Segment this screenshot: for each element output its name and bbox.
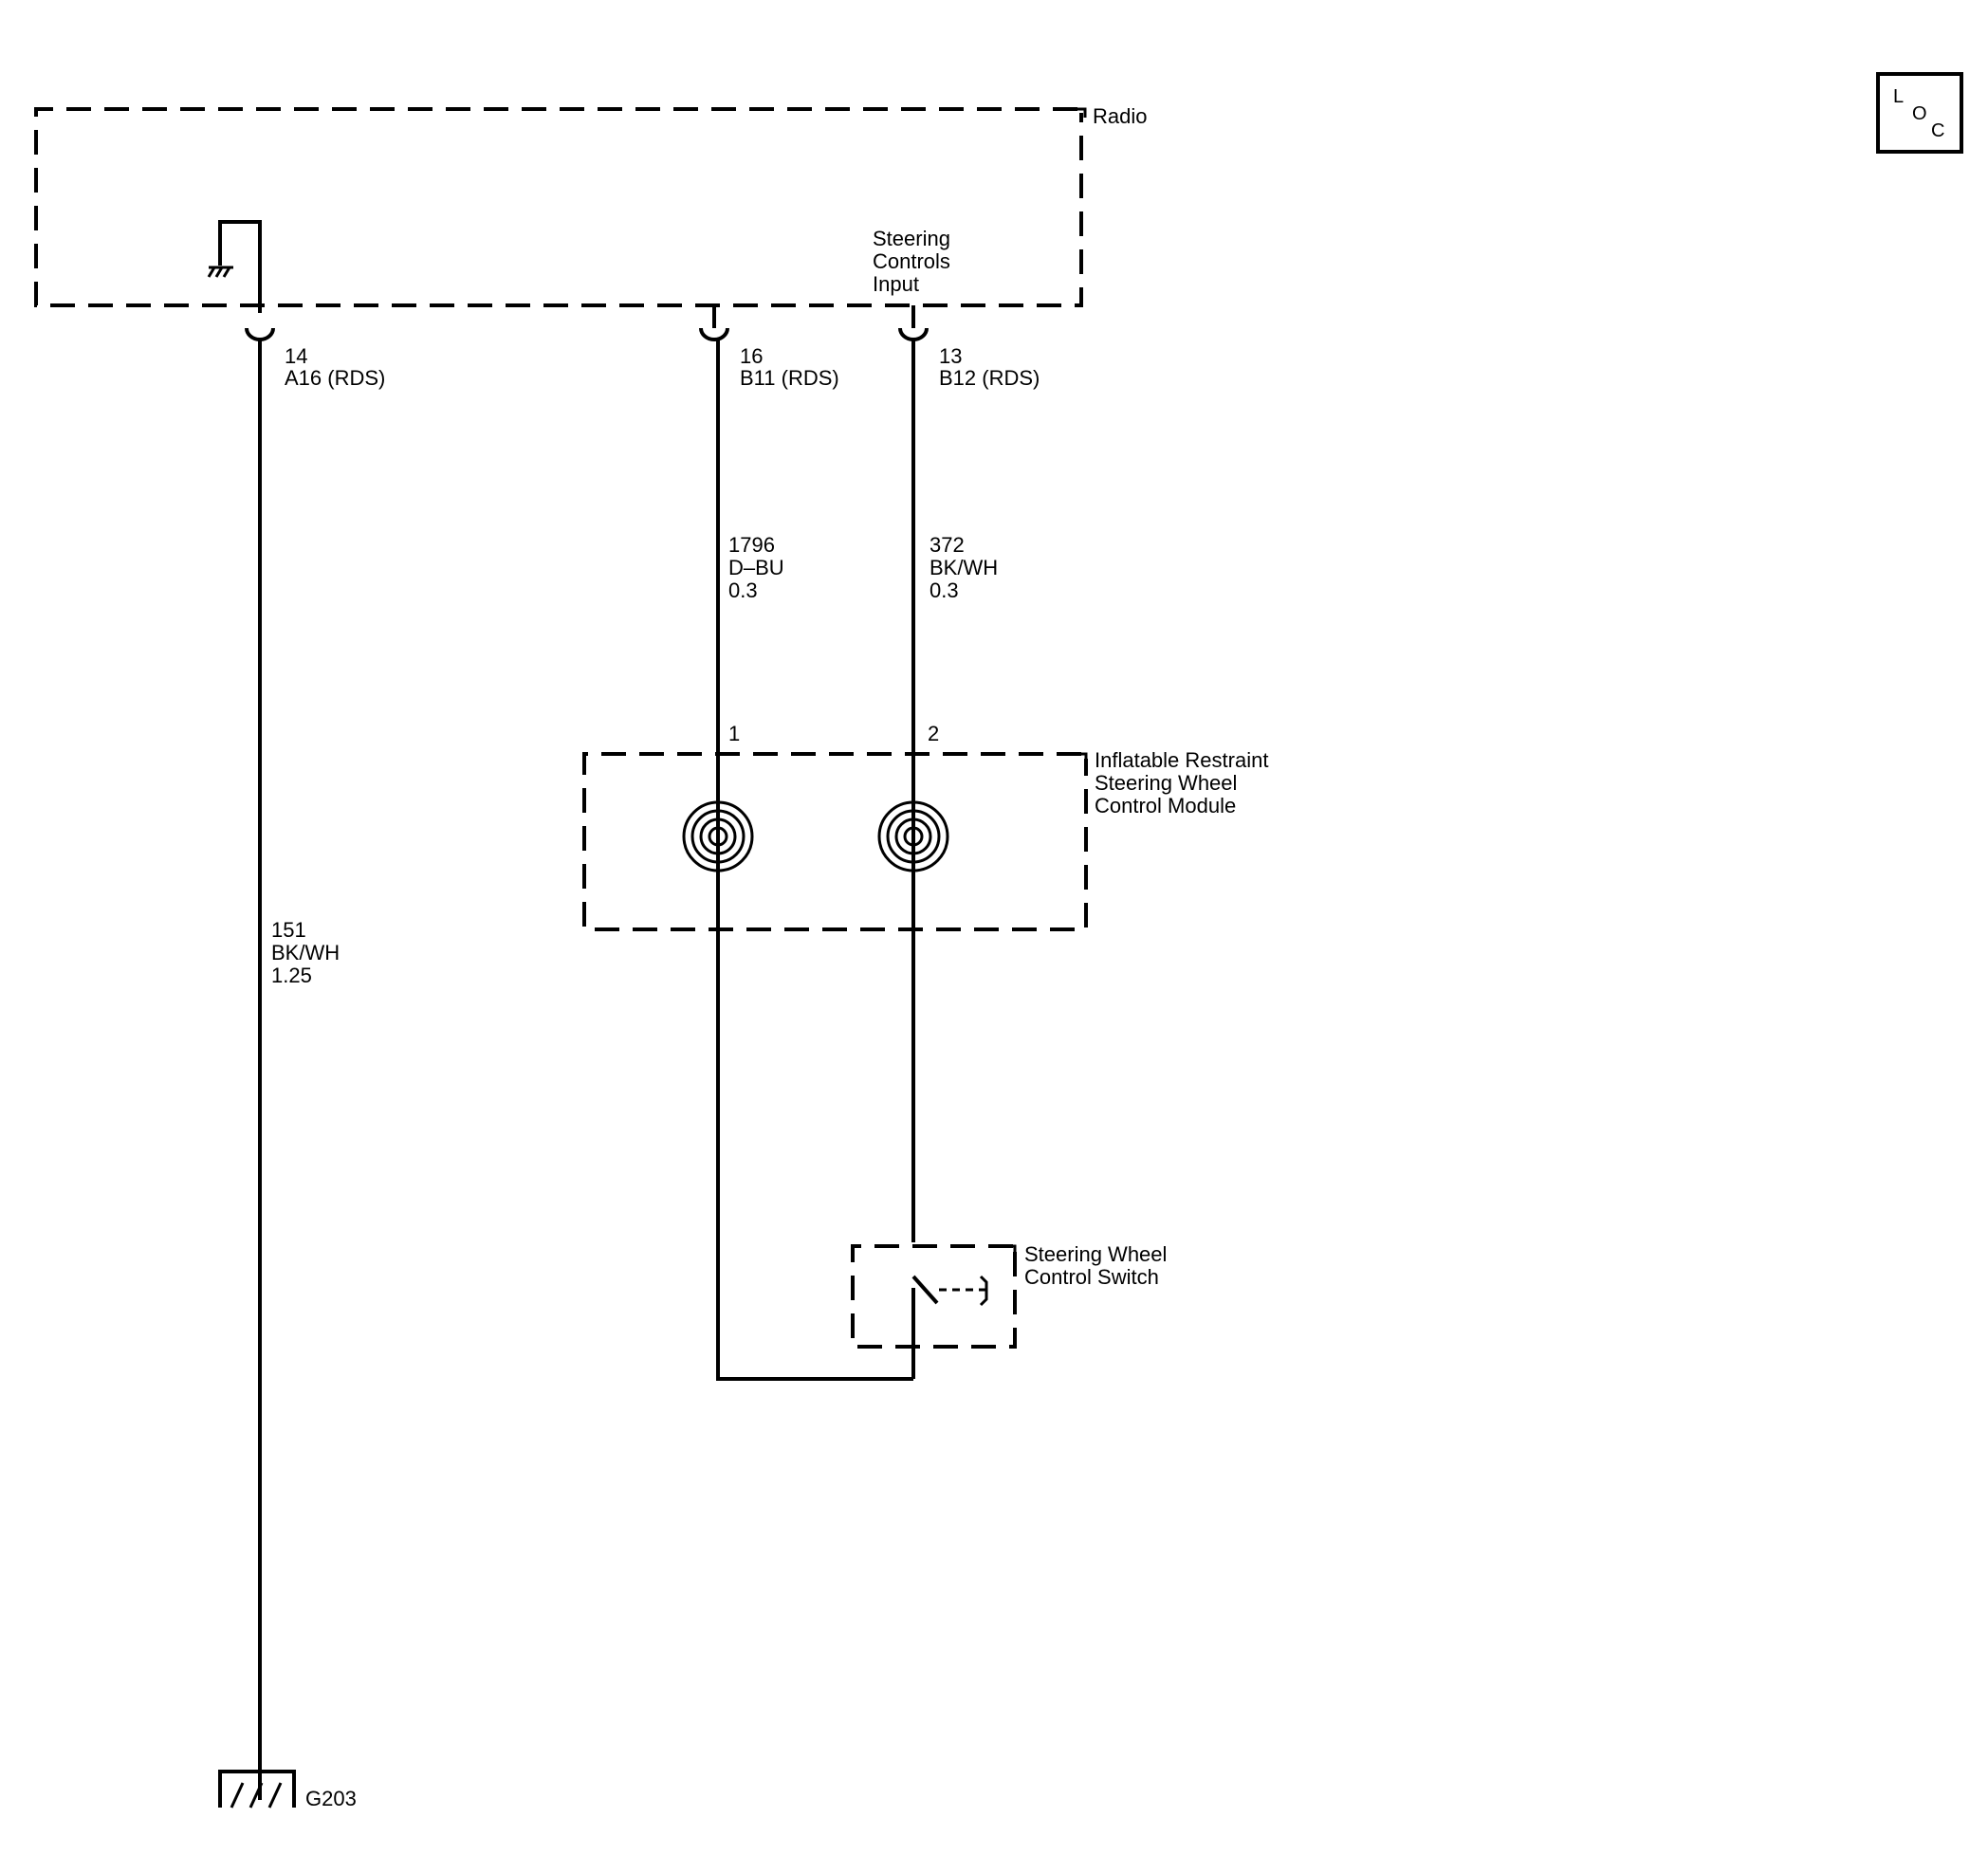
- svg-text:151: 151: [271, 918, 306, 942]
- loc-symbol: L O C: [1876, 72, 1963, 154]
- svg-text:13: 13: [939, 344, 962, 368]
- radio-input-label: Steering Controls Input: [873, 227, 950, 296]
- svg-text:B12 (RDS): B12 (RDS): [939, 366, 1040, 390]
- svg-text:Steering: Steering: [873, 227, 950, 250]
- pin-label-16: 16 B11 (RDS): [740, 344, 839, 390]
- svg-text:O: O: [1912, 103, 1927, 124]
- connector-icon-16: [699, 305, 729, 341]
- pin-label-13: 13 B12 (RDS): [939, 344, 1040, 390]
- svg-text:1796: 1796: [728, 533, 775, 557]
- control-switch-label: Steering Wheel Control Switch: [1024, 1242, 1167, 1289]
- svg-text:A16 (RDS): A16 (RDS): [285, 366, 385, 390]
- svg-text:Control Module: Control Module: [1095, 794, 1236, 817]
- svg-text:L: L: [1893, 86, 1904, 107]
- svg-text:BK/WH: BK/WH: [271, 941, 340, 964]
- wire-1796: [716, 338, 913, 1381]
- wire-label-151: 151 BK/WH 1.25: [271, 918, 340, 987]
- svg-text:Controls: Controls: [873, 249, 950, 273]
- wire-label-372: 372 BK/WH 0.3: [930, 533, 998, 602]
- connector-icon-13: [898, 305, 929, 341]
- coil-icon-2: [877, 800, 949, 872]
- svg-text:Control Switch: Control Switch: [1024, 1265, 1159, 1289]
- internal-ground-icon: [207, 220, 262, 313]
- svg-text:Inflatable Restraint: Inflatable Restraint: [1095, 748, 1268, 772]
- ground-icon-g203: [218, 1770, 296, 1809]
- svg-text:0.3: 0.3: [930, 578, 959, 602]
- svg-text:Input: Input: [873, 272, 919, 296]
- svg-text:Steering Wheel: Steering Wheel: [1024, 1242, 1167, 1266]
- svg-text:Steering Wheel: Steering Wheel: [1095, 771, 1237, 795]
- pin-label-14: 14 A16 (RDS): [285, 344, 385, 390]
- radio-module: Radio Steering Controls Input: [34, 104, 1147, 313]
- control-switch: Steering Wheel Control Switch: [851, 1242, 1167, 1349]
- svg-text:C: C: [1931, 120, 1944, 141]
- svg-text:1.25: 1.25: [271, 964, 312, 987]
- ground-label: G203: [305, 1787, 357, 1810]
- switch-contact-icon: [911, 1275, 988, 1307]
- svg-text:D–BU: D–BU: [728, 556, 784, 579]
- svg-text:372: 372: [930, 533, 965, 557]
- radio-label: Radio: [1093, 104, 1147, 128]
- sir-pin-label-1: 1: [728, 722, 740, 745]
- svg-text:0.3: 0.3: [728, 578, 758, 602]
- sir-pin-label-2: 2: [928, 722, 939, 745]
- svg-text:16: 16: [740, 344, 763, 368]
- svg-text:B11 (RDS): B11 (RDS): [740, 366, 839, 390]
- wire-label-1796: 1796 D–BU 0.3: [728, 533, 784, 602]
- svg-text:BK/WH: BK/WH: [930, 556, 998, 579]
- svg-text:14: 14: [285, 344, 307, 368]
- coil-icon-1: [682, 800, 754, 872]
- sir-module: Inflatable Restraint Steering Wheel Cont…: [582, 722, 1268, 931]
- sir-module-label: Inflatable Restraint Steering Wheel Cont…: [1095, 748, 1268, 817]
